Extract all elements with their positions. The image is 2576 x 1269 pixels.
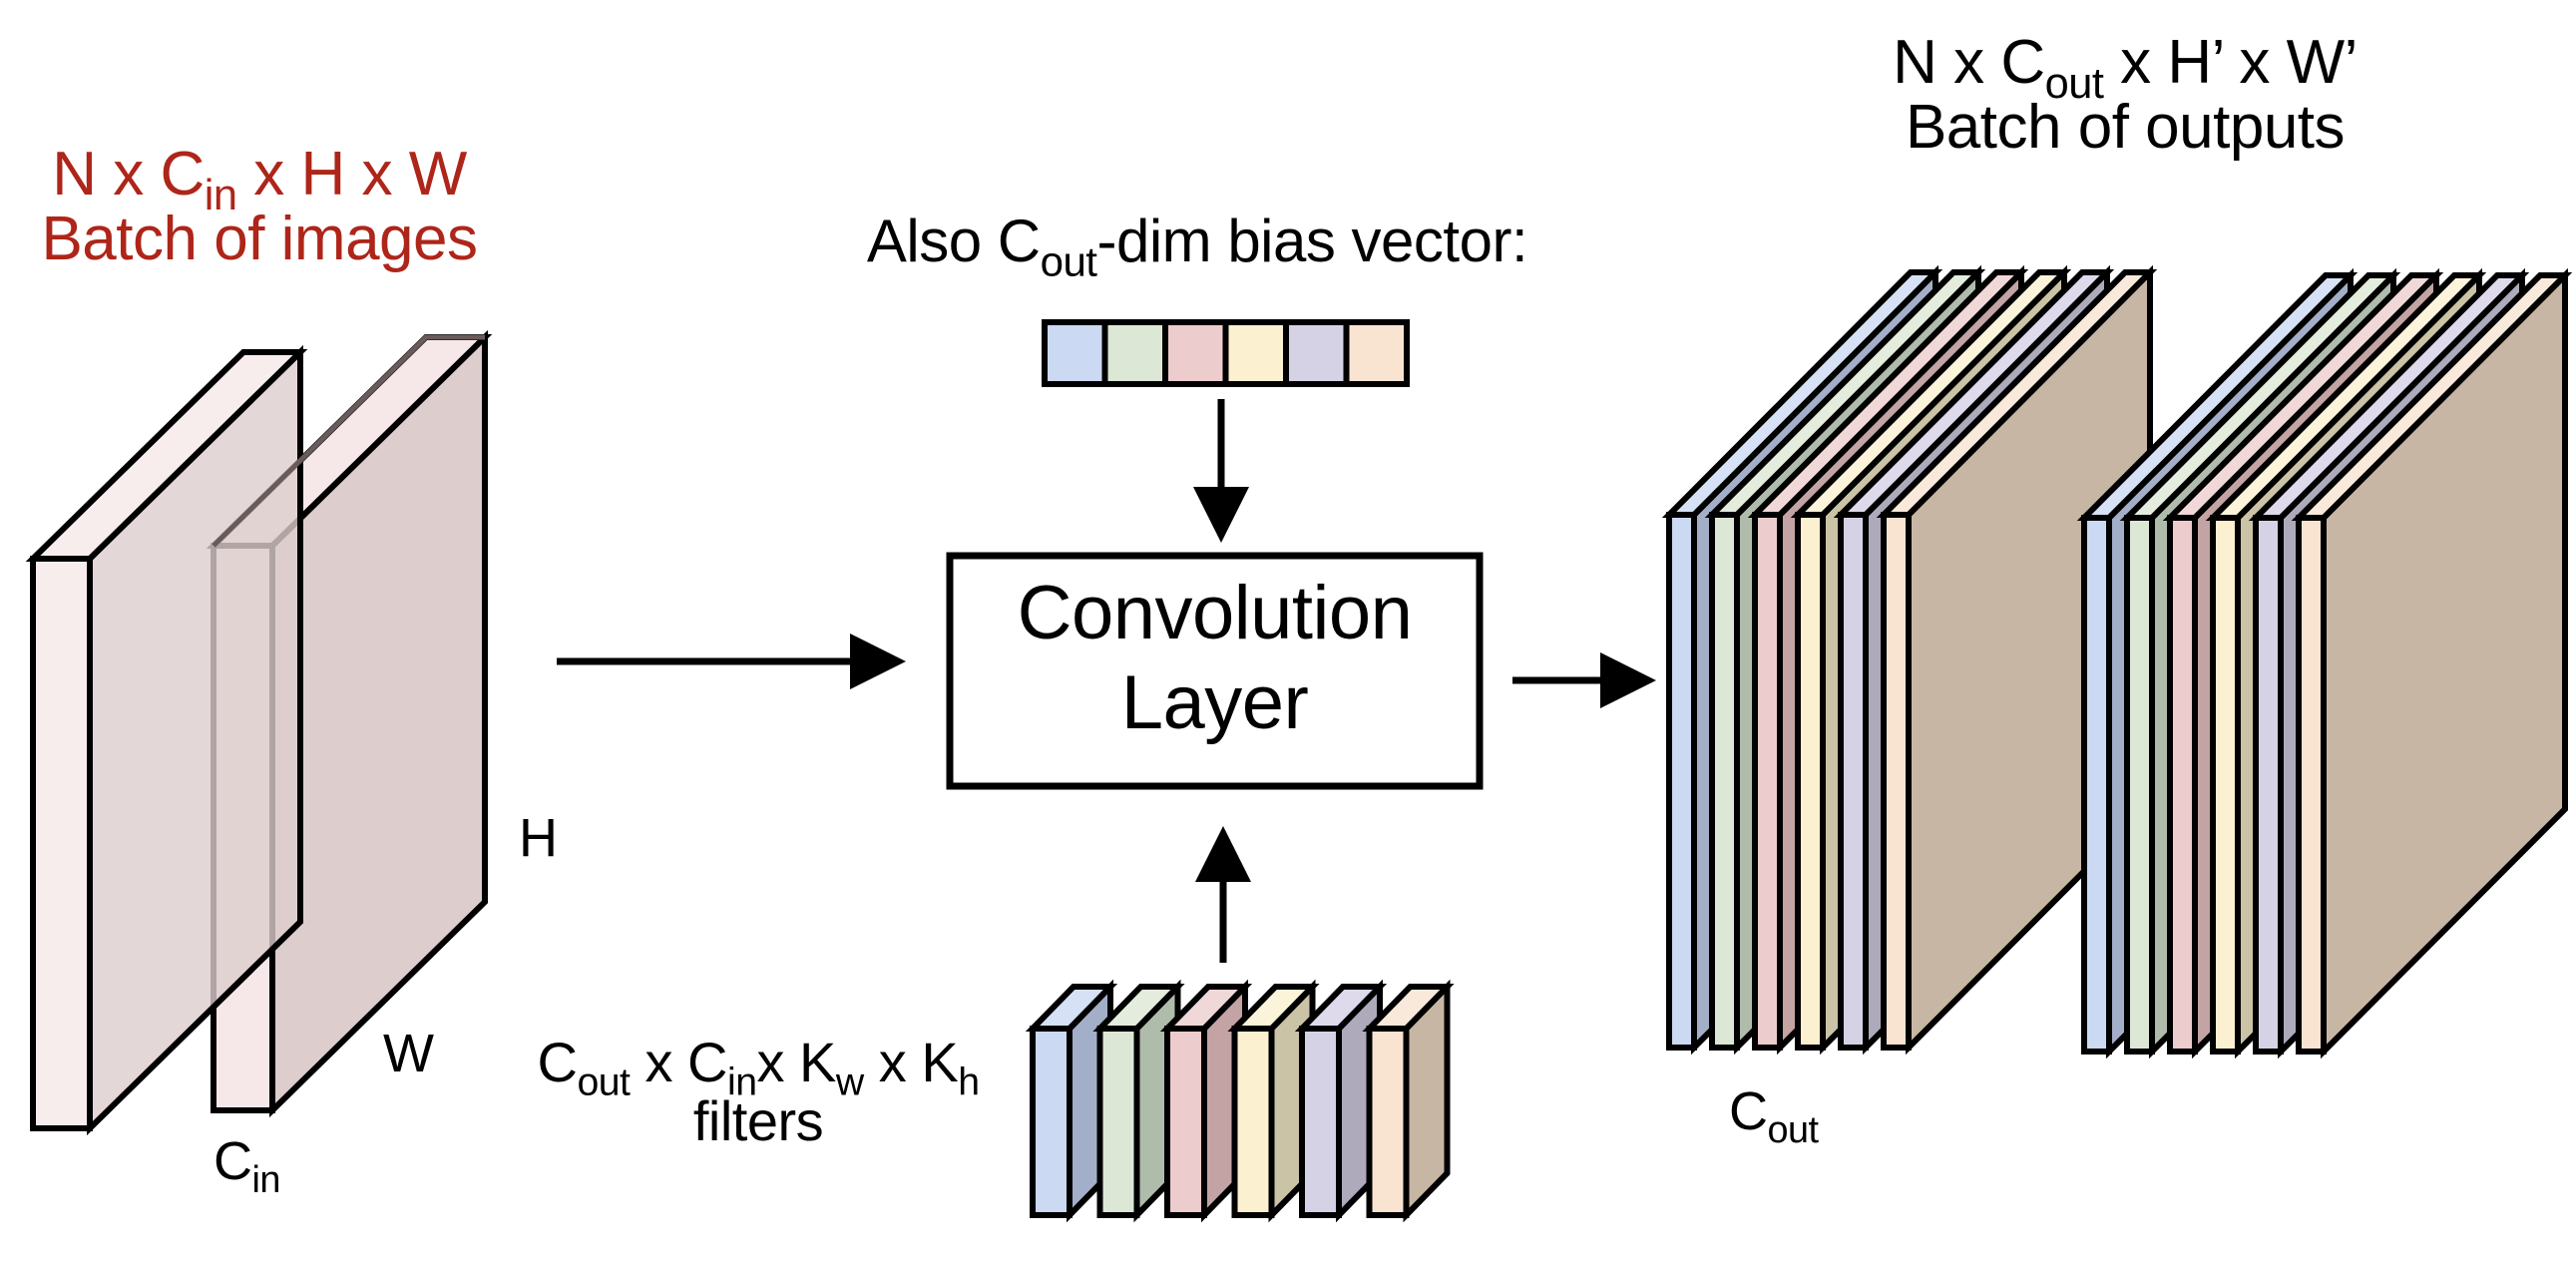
filter-green-front-face: [1096, 1026, 1140, 1218]
output-2-channel-yellow-front-face: [2210, 515, 2241, 1055]
input-channels-label: Cin: [214, 1131, 280, 1202]
filters-label-caption: filters: [692, 1088, 824, 1152]
filters-label-dims: Cout x Cinx Kw x Kh: [537, 1031, 980, 1104]
filter-red-front-face: [1164, 1026, 1207, 1218]
bias-label: Also Cout-dim bias vector:: [866, 208, 1528, 285]
output-1-channel-green-front-face: [1709, 512, 1740, 1051]
filters: [1025, 979, 1455, 1223]
output-channels-label: Cout: [1729, 1081, 1819, 1152]
output-2-channel-blue-front-face: [2081, 515, 2112, 1055]
output-2-channel-red-front-face: [2167, 515, 2198, 1055]
filter-peach-front-face: [1366, 1026, 1410, 1218]
output-1-channel-peach-front-face: [1881, 512, 1912, 1051]
width-dim-label: W: [383, 1024, 434, 1083]
output-title: N x Cout x H’ x W’ Batch of outputs: [1836, 30, 2414, 160]
output-2: [2076, 267, 2573, 1059]
filter-yellow-front-face: [1231, 1026, 1275, 1218]
bias-cell-yellow: [1222, 319, 1289, 387]
output-batch: [1661, 264, 2573, 1059]
output-title-dims: N x Cout x H’ x W’: [1893, 28, 2358, 109]
bias-cell-red: [1162, 319, 1229, 387]
output-1: [1661, 264, 2158, 1056]
output-1-channel-red-front-face: [1752, 512, 1783, 1051]
conv-label-line2: Layer: [1120, 659, 1309, 745]
output-2-channel-peach-front-face: [2296, 515, 2327, 1055]
input-image-1-front-face: [30, 556, 93, 1131]
conv-label-line1: Convolution: [1017, 571, 1413, 655]
input-hidden-edge: [212, 334, 485, 548]
filter-blue-front-face: [1030, 1026, 1073, 1218]
bias-cell-purple: [1283, 319, 1350, 387]
input-image-1: [25, 344, 308, 1136]
input-title-dims: N x Cin x H x W: [52, 140, 467, 220]
output-2-channel-green-front-face: [2124, 515, 2155, 1055]
bias-cell-peach: [1343, 319, 1410, 387]
output-2-channel-peach: [2291, 267, 2573, 1059]
input-batch: [25, 329, 493, 1136]
bias-vector: [1042, 319, 1410, 387]
arrows: [557, 399, 1656, 963]
convolution-layer-label: Convolution Layer: [948, 569, 1482, 747]
output-1-channel-purple-front-face: [1838, 512, 1869, 1051]
bias-cell-green: [1101, 319, 1168, 387]
output-1-channel-yellow-front-face: [1795, 512, 1826, 1051]
output-title-caption: Batch of outputs: [1905, 93, 2346, 163]
output-1-channel-blue-front-face: [1666, 512, 1697, 1051]
height-dim-label: H: [519, 808, 558, 868]
bias-cell-blue: [1042, 319, 1108, 387]
input-title: N x Cin x H x W Batch of images: [10, 142, 509, 271]
convolution-layer-box: [946, 552, 1484, 790]
filter-peach: [1362, 979, 1455, 1223]
input-title-caption: Batch of images: [41, 205, 478, 274]
filters-label: Cout x Cinx Kw x Kh filters: [519, 1031, 998, 1152]
output-2-channel-purple-front-face: [2253, 515, 2284, 1055]
filter-purple-front-face: [1299, 1026, 1342, 1218]
